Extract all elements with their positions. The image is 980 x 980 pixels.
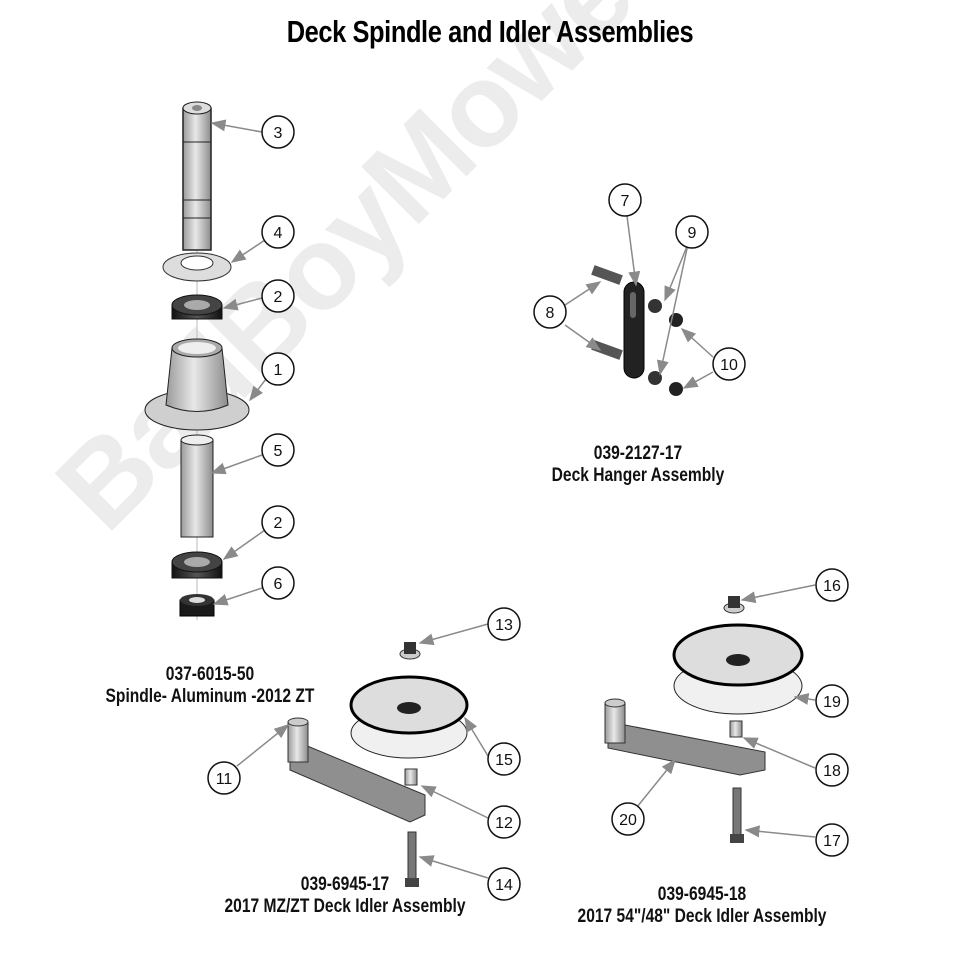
callout-13[interactable]: 13 bbox=[487, 607, 521, 641]
idler-pulley-17-part bbox=[349, 675, 469, 759]
callout-19[interactable]: 19 bbox=[815, 684, 849, 718]
callout-12[interactable]: 12 bbox=[487, 805, 521, 839]
callout-16[interactable]: 16 bbox=[815, 568, 849, 602]
svg-text:1: 1 bbox=[274, 362, 283, 379]
deck-hanger-caption: 039-2127-17 Deck Hanger Assembly bbox=[515, 443, 761, 487]
callout-8[interactable]: 8 bbox=[533, 295, 567, 329]
idler-17-assembly-name: 2017 MZ/ZT Deck Idler Assembly bbox=[224, 896, 466, 917]
svg-text:2: 2 bbox=[274, 289, 283, 306]
spindle-bearing-lower-part bbox=[171, 551, 223, 579]
callout-11[interactable]: 11 bbox=[207, 761, 241, 795]
deck-hanger-assembly-name: Deck Hanger Assembly bbox=[551, 465, 725, 486]
spindle-collar-part bbox=[179, 594, 215, 617]
callout-2-upper[interactable]: 2 bbox=[261, 279, 295, 313]
callout-17[interactable]: 17 bbox=[815, 823, 849, 857]
callout-18[interactable]: 18 bbox=[815, 753, 849, 787]
svg-text:19: 19 bbox=[823, 694, 841, 711]
svg-text:14: 14 bbox=[495, 877, 513, 894]
callout-1[interactable]: 1 bbox=[261, 352, 295, 386]
callout-2-lower[interactable]: 2 bbox=[261, 505, 295, 539]
idler-bushing-17-part bbox=[404, 768, 418, 786]
spindle-spacer-part bbox=[180, 434, 214, 538]
idler-bolt-18-part bbox=[730, 787, 744, 843]
svg-text:6: 6 bbox=[274, 576, 283, 593]
idler-18-caption: 039-6945-18 2017 54"/48" Deck Idler Asse… bbox=[554, 884, 849, 928]
callout-7[interactable]: 7 bbox=[608, 183, 642, 217]
svg-text:5: 5 bbox=[274, 443, 283, 460]
svg-text:11: 11 bbox=[216, 771, 233, 788]
callout-14[interactable]: 14 bbox=[487, 867, 521, 901]
leader-lines bbox=[210, 119, 816, 879]
callout-20[interactable]: 20 bbox=[611, 802, 645, 836]
spindle-washer-part bbox=[162, 252, 232, 282]
svg-text:20: 20 bbox=[619, 812, 637, 829]
callout-10[interactable]: 10 bbox=[712, 347, 746, 381]
svg-text:17: 17 bbox=[823, 833, 841, 850]
svg-text:9: 9 bbox=[688, 225, 697, 242]
svg-text:13: 13 bbox=[495, 617, 513, 634]
spindle-assembly-drawing bbox=[144, 101, 250, 620]
svg-text:12: 12 bbox=[495, 815, 513, 832]
idler-17-caption: 039-6945-17 2017 MZ/ZT Deck Idler Assemb… bbox=[206, 874, 485, 918]
callout-9[interactable]: 9 bbox=[675, 215, 709, 249]
idler-arm-18-part bbox=[604, 698, 766, 776]
callout-4[interactable]: 4 bbox=[261, 215, 295, 249]
svg-text:15: 15 bbox=[495, 752, 513, 769]
idler-18-part-number: 039-6945-18 bbox=[657, 884, 747, 905]
svg-text:10: 10 bbox=[720, 357, 738, 374]
callout-3[interactable]: 3 bbox=[261, 115, 295, 149]
idler-18-assembly-name: 2017 54"/48" Deck Idler Assembly bbox=[577, 906, 827, 927]
spindle-assembly-name: Spindle- Aluminum -2012 ZT bbox=[105, 686, 315, 707]
idler-nut-17-part bbox=[399, 642, 421, 660]
callout-15[interactable]: 15 bbox=[487, 742, 521, 776]
hanger-bolt-part bbox=[591, 265, 623, 360]
idler-assembly-18-drawing bbox=[604, 596, 804, 843]
idler-nut-18-part bbox=[723, 596, 745, 614]
svg-text:4: 4 bbox=[274, 225, 283, 242]
svg-text:8: 8 bbox=[546, 305, 555, 322]
idler-bushing-18-part bbox=[729, 720, 743, 738]
callout-5[interactable]: 5 bbox=[261, 433, 295, 467]
page-title: Deck Spindle and Idler Assemblies bbox=[286, 14, 694, 49]
deck-hanger-part-number: 039-2127-17 bbox=[593, 443, 683, 464]
idler-17-part-number: 039-6945-17 bbox=[300, 874, 390, 895]
spindle-shaft-part bbox=[182, 101, 212, 251]
idler-pulley-18-part bbox=[672, 623, 804, 715]
spindle-assembly-caption: 037-6015-50 Spindle- Aluminum -2012 ZT bbox=[87, 664, 333, 708]
svg-text:2: 2 bbox=[274, 515, 283, 532]
svg-text:3: 3 bbox=[274, 125, 283, 142]
svg-text:7: 7 bbox=[621, 193, 630, 210]
svg-text:16: 16 bbox=[823, 578, 841, 595]
idler-bolt-17-part bbox=[405, 831, 419, 887]
spindle-part-number: 037-6015-50 bbox=[165, 664, 255, 685]
idler-arm-17-part bbox=[287, 717, 426, 823]
idler-assembly-17-drawing bbox=[287, 642, 469, 887]
spindle-bearing-upper-part bbox=[171, 294, 223, 320]
callouts: 3 4 2 1 5 2 6 7 8 9 10 11 13 15 12 14 16… bbox=[207, 115, 849, 901]
spindle-housing-part bbox=[144, 338, 250, 431]
svg-text:18: 18 bbox=[823, 763, 841, 780]
callout-6[interactable]: 6 bbox=[261, 566, 295, 600]
